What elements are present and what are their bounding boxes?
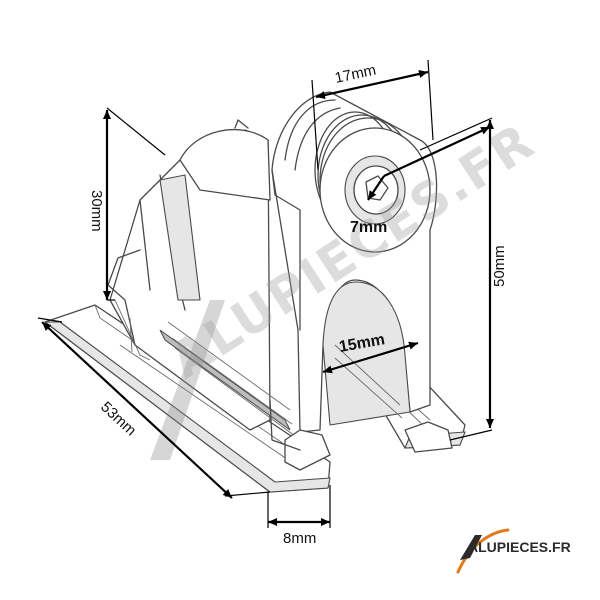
axle-hole <box>353 165 399 215</box>
left-upright-inner <box>159 174 201 301</box>
center-dome <box>179 128 271 201</box>
dim-label-53mm: 53mm <box>97 398 139 439</box>
dim-hole: 7mm <box>350 126 491 236</box>
foot-left <box>284 429 331 471</box>
logo-text: ALUPIECES.FR <box>468 539 571 555</box>
dim-height-side: 30mm <box>88 107 166 301</box>
dim-base-width: 8mm <box>267 485 331 547</box>
foot-right <box>404 421 453 453</box>
dim-label-8mm: 8mm <box>283 530 316 547</box>
dim-label-50mm: 50mm <box>491 245 508 287</box>
logo-mark-icon <box>456 528 510 574</box>
dim-height-total: 50mm <box>419 117 508 441</box>
dim-label-7mm: 7mm <box>350 219 387 236</box>
dim-label-30mm: 30mm <box>88 190 105 232</box>
brand-logo: ALUPIECES.FR <box>456 528 571 574</box>
dim-label-17mm: 17mm <box>333 62 377 87</box>
